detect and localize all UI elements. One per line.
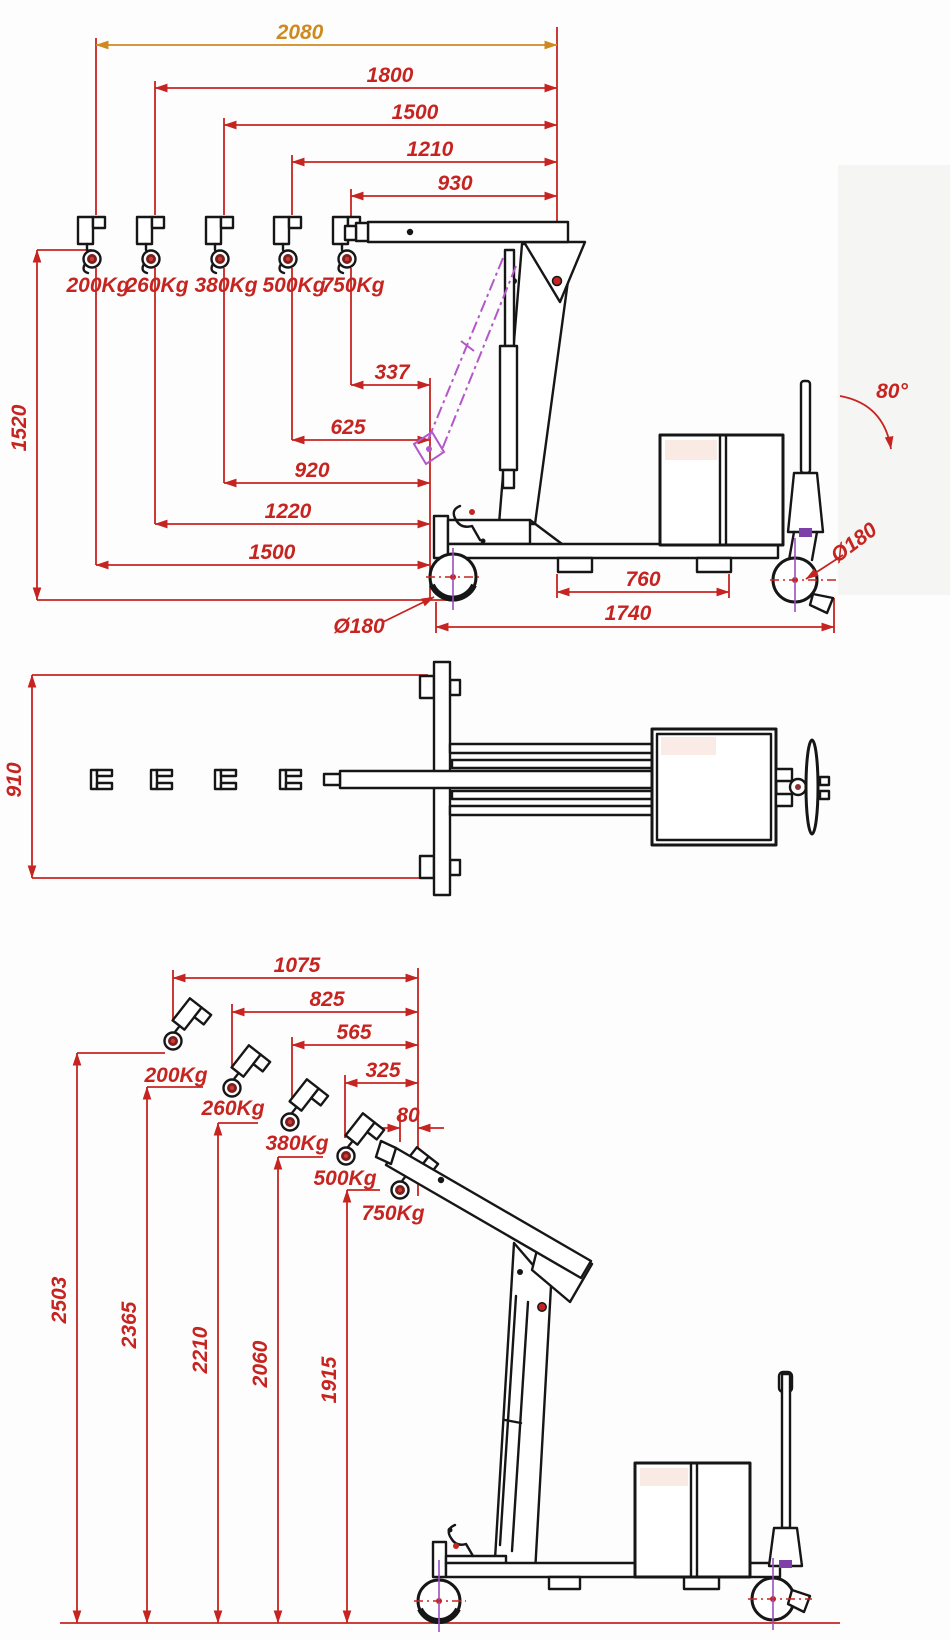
support-pad [682,1575,721,1591]
cylinder-barrel [498,344,519,472]
boom-tip-section [354,221,370,243]
side-view-lowered: 2080 1800 1500 1210 930 200Kg 260Kg 380K… [8,21,908,638]
hook-position-380kg [204,215,235,275]
dim-label: 920 [294,459,329,482]
boom-tip-end [343,224,358,242]
extension-lines-top [37,27,835,633]
hook-position-260kg-raised [222,1044,272,1098]
support-pad [556,556,594,574]
leader-front-wheel-dia [382,596,435,623]
dim-label: 2365 [118,1301,141,1349]
dim-label: 1075 [274,954,321,977]
steering-bracket [774,767,794,783]
dim-label: 1800 [367,64,414,87]
capacity-label: 750Kg [361,1202,424,1225]
dim-label: 1500 [392,101,439,124]
dim-label: 2080 [276,21,324,44]
capacity-label: 260Kg [200,1097,264,1120]
capacity-label: 380Kg [265,1132,328,1155]
plan-view: 910 [3,660,831,897]
boom-plan [338,769,672,790]
steering-detail [799,528,812,537]
support-pad [695,556,733,574]
mast-raised [493,1241,553,1575]
chassis-rail [446,542,780,560]
mast-plate [450,758,659,770]
capacity-label: 380Kg [194,274,257,297]
capacity-label: 750Kg [321,274,384,297]
dim-label: 565 [336,1021,371,1044]
ghost-cylinder [412,257,517,466]
dim-label: 1740 [605,602,652,625]
dim-label: 1210 [407,138,454,161]
steering-head-raised [767,1526,804,1568]
tiller-handle-raised [780,1372,792,1530]
hook-position-380kg-raised [280,1078,330,1132]
capacity-label: 500Kg [262,274,325,297]
crane-side-lowered [343,220,838,615]
capacity-label: 200Kg [65,274,129,297]
dim-label: 325 [365,1059,400,1082]
plan-wheel [418,854,436,880]
boom-tip-raised [374,1139,398,1166]
dim-label: 2503 [48,1276,71,1324]
boom [366,220,570,244]
scan-shading [838,165,950,595]
boom-pin-hole [437,1176,445,1184]
crane-side-raised [374,1139,812,1632]
pivot-pin [537,1302,547,1312]
dim-label: 1500 [249,541,296,564]
boom-tip-plan [322,772,342,787]
leader-rear-wheel-dia [805,554,844,580]
boom-pin-hole [406,228,414,236]
dim-label: 625 [330,416,365,439]
hook-position-200kg-raised [163,997,213,1051]
dim-label: 1915 [318,1356,341,1403]
capacity-label: 500Kg [313,1167,376,1190]
steering-head [786,471,825,534]
dim-label: 930 [437,172,472,195]
dim-label: 1520 [8,404,31,451]
capacity-label: 200Kg [143,1064,207,1087]
dim-label: 1220 [265,500,312,523]
dim-label: 337 [374,361,410,384]
cylinder-clevis [501,468,516,490]
frame-rail [448,742,662,755]
boom-latch [452,504,482,542]
dim-label: 2210 [189,1326,212,1374]
mast-plate [450,789,659,801]
dim-label: 80° [876,380,908,403]
dim-label: 910 [3,762,26,797]
hook-position-500kg [272,215,303,275]
boom-pivot-pin [551,275,563,287]
dim-label: 760 [625,568,660,591]
frame-rail [448,804,662,817]
dim-label: Ø180 [333,615,385,638]
extension-lines-plan [32,674,428,879]
support-pad [547,1575,582,1591]
capacity-label: 260Kg [124,274,188,297]
dim-label: 80 [396,1104,420,1127]
dim-label: 2060 [249,1340,272,1388]
tiller-handle [799,379,812,475]
boom-rest-platform [446,518,532,546]
chassis-front-upright [432,514,450,560]
hook-position-260kg [135,215,166,275]
dim-label: 825 [309,988,344,1011]
hook-positions-plan [89,768,303,791]
latch-pin [469,509,475,515]
caster-fork [808,592,835,615]
plan-wheel [418,674,436,700]
cylinder-rod [503,248,516,348]
handle-angle-arc [839,395,894,450]
side-view-raised: 1075 825 565 325 80 200Kg 260Kg 380Kg 50… [48,954,840,1632]
steering-wheel [804,738,820,836]
hook-position-200kg [76,215,107,275]
crane-plan [89,660,831,897]
